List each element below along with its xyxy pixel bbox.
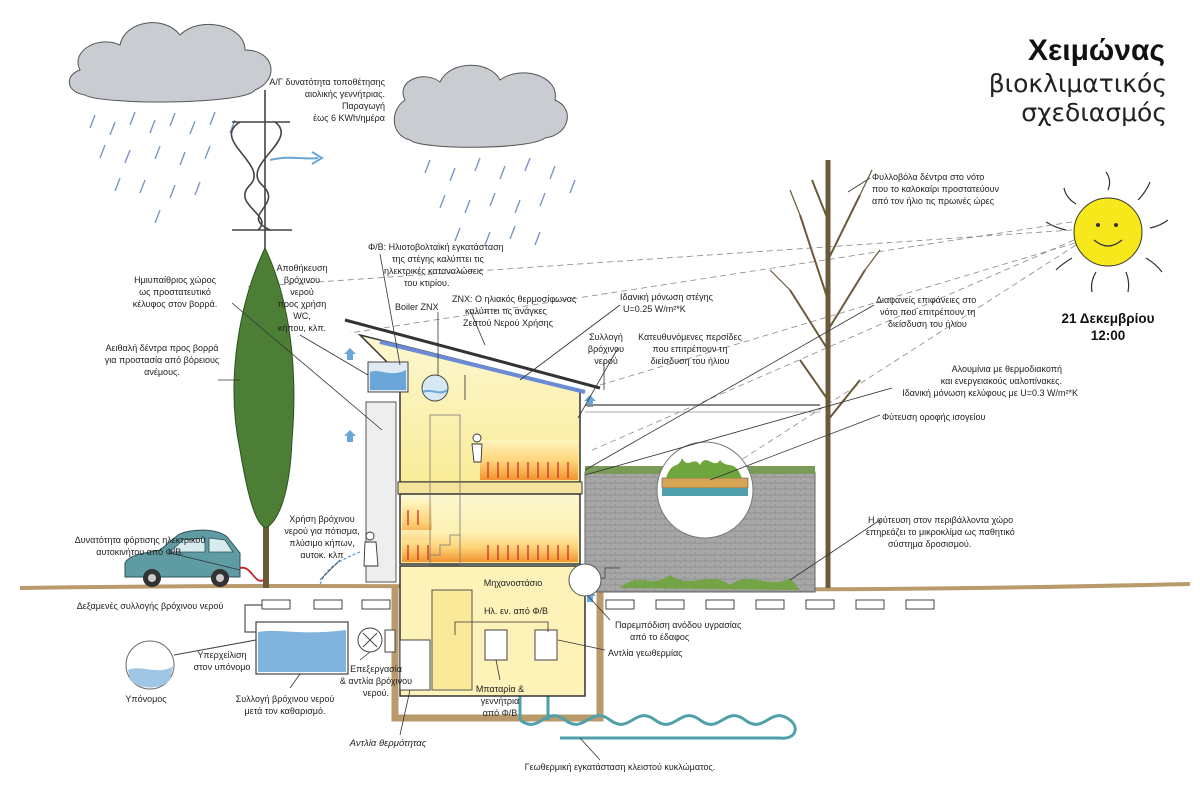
cloud-center-icon <box>393 64 568 148</box>
label-treatment-1: Επεξεργασία <box>350 664 402 674</box>
title-block: Χειμώνας βιοκλιματικός σχεδιασμός <box>989 34 1167 127</box>
label-roof-insulation-2: U=0.25 W/m²*K <box>623 304 686 314</box>
label-battery-3: από Φ/Β <box>483 708 518 718</box>
title-sub-1: βιοκλιματικός <box>989 69 1167 98</box>
label-battery-1: Μπαταρία & <box>476 684 524 694</box>
label-rain-storage-1: Αποθήκευση <box>276 263 327 273</box>
label-roof-insulation-1: Ιδανική μόνωση στέγης <box>620 292 714 302</box>
label-pv-4: του κτιρίου. <box>404 278 449 288</box>
boiler-icon <box>421 374 449 402</box>
label-evergreen-1: Αειθαλή δέντρα προς βορρά <box>106 343 219 353</box>
label-semi-outdoor-3: κέλυφος στον βορρά. <box>133 299 218 309</box>
label-deciduous-1: Φυλλοβόλα δέντρα στο νότο <box>872 172 984 182</box>
label-glazing-3: διείσδυση του ήλιου <box>888 319 967 329</box>
annotations: Α/Γ δυνατότητα τοποθέτησης αιολικής γενν… <box>75 77 1078 772</box>
pv-panels <box>379 340 586 394</box>
label-moisture-2: από το έδαφος <box>630 632 690 642</box>
label-aluminium-1: Αλουμίνια με θερμοδιακοπή <box>952 364 1062 374</box>
label-treatment-2: & αντλία βρόχινου <box>340 676 412 686</box>
label-geo-pump: Αντλία γεωθερμίας <box>608 648 683 658</box>
rain-center-icon <box>424 157 576 246</box>
label-treatment-3: νερού. <box>363 688 389 698</box>
label-blinds-3: διείσδυση του ήλιου <box>651 356 730 366</box>
label-solar-heater-3: Ζεστού Νερού Χρήσης <box>463 318 554 328</box>
label-rain-storage-5: WC, <box>293 311 311 321</box>
battery-icon <box>484 629 508 661</box>
label-boiler: Boiler ZNX <box>395 302 439 312</box>
label-rain-storage-3: νερού <box>290 287 314 297</box>
label-glazing-2: νότο που επιτρέπουν τη <box>880 307 975 317</box>
label-evergreen-2: για προστασία από βόρειους <box>105 355 220 365</box>
label-el-energy: Ηλ. εν. από Φ/Β <box>484 606 548 616</box>
label-semi-outdoor-2: ως προστατευτικό <box>139 287 211 297</box>
label-rain-storage-6: κήπου, κλπ. <box>278 323 326 333</box>
title-sub-2: σχεδιασμός <box>1021 98 1167 127</box>
sun-icon <box>1045 171 1169 293</box>
label-battery-2: γεννήτρια <box>481 696 519 706</box>
label-deciduous-3: από τον ήλιο τις πρωινές ώρες <box>872 196 995 206</box>
leader-lines <box>169 177 893 761</box>
label-pv-1: Φ/Β: Ηλιοτοβολταϊκή εγκατάσταση <box>368 242 504 252</box>
south-extension <box>568 404 820 597</box>
label-blinds-2: που επιτρέπουν τη <box>653 344 728 354</box>
label-solar-heater-2: καλύπτει τις ανάγκες <box>465 306 547 316</box>
date-label: 21 Δεκεμβρίου 12:00 <box>1061 311 1154 343</box>
date-time: 12:00 <box>1091 328 1126 343</box>
label-blinds-1: Κατευθυνόμενες περσίδες <box>638 332 742 342</box>
label-evergreen-3: ανέμους. <box>144 367 180 377</box>
label-treated-2: μετά τον καθαρισμό. <box>245 706 326 716</box>
geothermal-loop-icon <box>518 690 797 740</box>
deciduous-tree-icon <box>769 160 881 588</box>
label-planting-2: επηρεάζει το μικροκλίμα ως παθητικό <box>866 527 1015 537</box>
label-geo-loop: Γεωθερμική εγκατάσταση κλειστού κυκλώματ… <box>525 762 716 772</box>
label-deciduous-2: που το καλοκαίρι προστατεύουν <box>872 184 1000 194</box>
cloud-left-icon <box>68 22 272 103</box>
label-aluminium-2: και ενεργειακούς υαλοπίνακες. <box>941 376 1062 386</box>
label-overflow-1: Υπερχείλιση <box>197 650 246 660</box>
label-treated-1: Συλλογή βρόχινου νερού <box>236 694 335 704</box>
geo-pump-icon <box>534 629 558 661</box>
label-rain-use-3: πλύσιμο κήπων, <box>289 538 354 548</box>
label-wind-turbine-2: αιολικής γεννήτριας. <box>305 89 385 99</box>
label-wind-turbine-4: έως 6 KWh/ημέρα <box>313 113 385 123</box>
label-pv-2: της στέγης καλύπτει τις <box>392 254 484 264</box>
label-rain-storage-4: προς χρήση <box>278 299 327 309</box>
title-main: Χειμώνας <box>1028 34 1165 67</box>
label-semi-outdoor-1: Ημιυπαίθριος χώρος <box>134 275 216 285</box>
rain-left-icon <box>89 111 236 224</box>
label-planting-3: σύστημα δροσισμού. <box>888 539 971 549</box>
label-sewer: Υπόνομος <box>125 694 167 704</box>
label-wind-turbine-1: Α/Γ δυνατότητα τοποθέτησης <box>269 77 385 87</box>
date-day: 21 Δεκεμβρίου <box>1061 311 1154 326</box>
rain-tanks <box>125 599 935 690</box>
label-rain-storage-2: βρόχινου <box>284 275 320 285</box>
label-machine-room: Μηχανοστάσιο <box>484 578 542 588</box>
label-tanks: Δεξαμενές συλλογής βρόχινου νερού <box>77 601 224 611</box>
label-moisture-1: Παρεμπόδιση ανόδου υγρασίας <box>615 620 742 630</box>
label-solar-heater-1: ZNX: Ο ηλιακός θερμοσίφωνας <box>452 294 577 304</box>
label-green-roof: Φύτευση οροφής ισογείου <box>882 412 986 422</box>
label-overflow-2: στον υπόνομο <box>194 662 251 672</box>
label-planting-1: Η φύτευση στον περιβάλλοντα χώρο <box>868 515 1013 525</box>
electric-car-icon <box>124 529 265 587</box>
label-rain-collection-1: Συλλογή <box>589 332 623 342</box>
label-rain-collection-2: βρόχινου <box>588 344 624 354</box>
label-ev-charge-1: Δυνατότητα φόρτισης ηλεκτρικού <box>75 535 206 545</box>
label-rain-use-4: αυτοκ. κλπ <box>300 550 343 560</box>
label-aluminium-3: Ιδανική μόνωση κελύφους με U=0.3 W/m²*K <box>902 388 1078 398</box>
evergreen-tree-icon <box>233 246 295 588</box>
label-pv-3: ηλεκτρικές καταναλώσεις <box>384 266 484 276</box>
label-glazing-1: Διαφανείς επιφάνειες στο <box>876 295 976 305</box>
house-section <box>319 318 661 697</box>
label-rain-use-1: Χρήση βρόχινου <box>289 514 354 524</box>
label-heat-pump: Αντλία θερμότητας <box>349 738 427 749</box>
label-rain-use-2: νερού για πότισμα, <box>284 526 359 536</box>
label-ev-charge-2: αυτοκινήτου από Φ/Β. <box>96 547 184 557</box>
label-wind-turbine-3: Παραγωγή <box>342 101 385 111</box>
label-rain-collection-3: νερού <box>594 356 618 366</box>
